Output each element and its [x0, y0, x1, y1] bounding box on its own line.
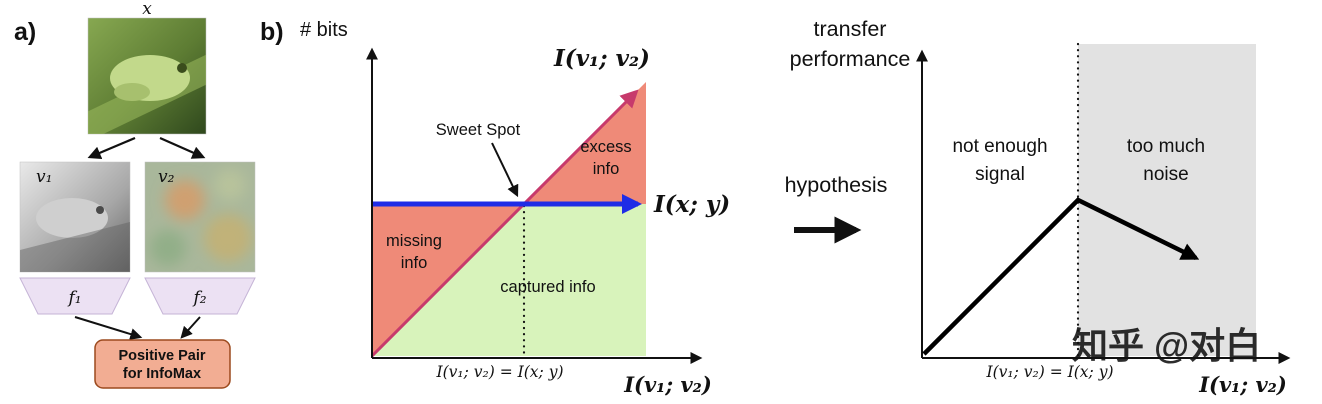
mi-xy-label: I(x; y) [653, 191, 730, 218]
not-enough-signal-line1: not enough [952, 136, 1047, 157]
view-image-v1 [19, 161, 131, 273]
positive-pair-box [94, 339, 231, 389]
panel-c-xaxis-label: I(v₁; v₂) [1198, 372, 1287, 397]
transfer-performance-line2: performance [790, 47, 911, 71]
missing-info-label-line2: info [401, 254, 428, 272]
arrow-x-to-v1 [87, 136, 136, 159]
panel-c-tick-label: I(v₁; v₂) = I(x; y) [985, 363, 1113, 381]
positive-pair-line1: Positive Pair [118, 348, 205, 364]
excess-info-label-line2: info [593, 160, 620, 178]
mi-views-line [370, 89, 639, 358]
panel-b-tick-label: I(v₁; v₂) = I(x; y) [435, 363, 563, 381]
panel-b-xaxis-label: I(v₁; v₂) [623, 372, 712, 397]
view1-label: v₁ [36, 167, 52, 187]
captured-info-region [372, 204, 646, 356]
captured-info-label: captured info [500, 278, 595, 296]
transfer-performance-curve [922, 197, 1200, 356]
hypothesis-label: hypothesis [785, 173, 888, 197]
input-image-x [87, 17, 207, 135]
encoder-f1-label: f₁ [66, 288, 81, 308]
arrow-f1-to-box [74, 316, 143, 340]
panel-a-label: a) [14, 18, 36, 46]
panel-b-label: b) [260, 18, 284, 46]
view-image-v2 [144, 161, 256, 273]
arrow-x-to-v2 [159, 136, 206, 159]
excess-info-label-line1: excess [580, 138, 631, 156]
watermark: 知乎 @对白 [1072, 325, 1261, 366]
too-much-noise-region [1078, 44, 1256, 356]
missing-info-label-line1: missing [386, 232, 442, 250]
panel-b-yaxis-label: # bits [300, 19, 348, 41]
frog-illustration [88, 54, 206, 134]
input-image-label: x [142, 0, 152, 19]
mi-views-label: I(v₁; v₂) [553, 45, 650, 72]
arrow-f2-to-box [180, 316, 201, 339]
encoder-f2-trapezoid [144, 277, 256, 315]
too-much-noise-line1: too much [1127, 136, 1205, 157]
transfer-performance-line1: transfer [814, 17, 887, 41]
view2-label: v₂ [158, 167, 175, 187]
sweet-spot-label: Sweet Spot [436, 121, 521, 139]
positive-pair-line2: for InfoMax [123, 366, 201, 382]
too-much-noise-line2: noise [1143, 164, 1188, 185]
encoder-f1-trapezoid [19, 277, 131, 315]
sweet-spot-arrow [491, 142, 519, 198]
encoder-f2-label: f₂ [191, 288, 206, 308]
not-enough-signal-line2: signal [975, 164, 1025, 185]
